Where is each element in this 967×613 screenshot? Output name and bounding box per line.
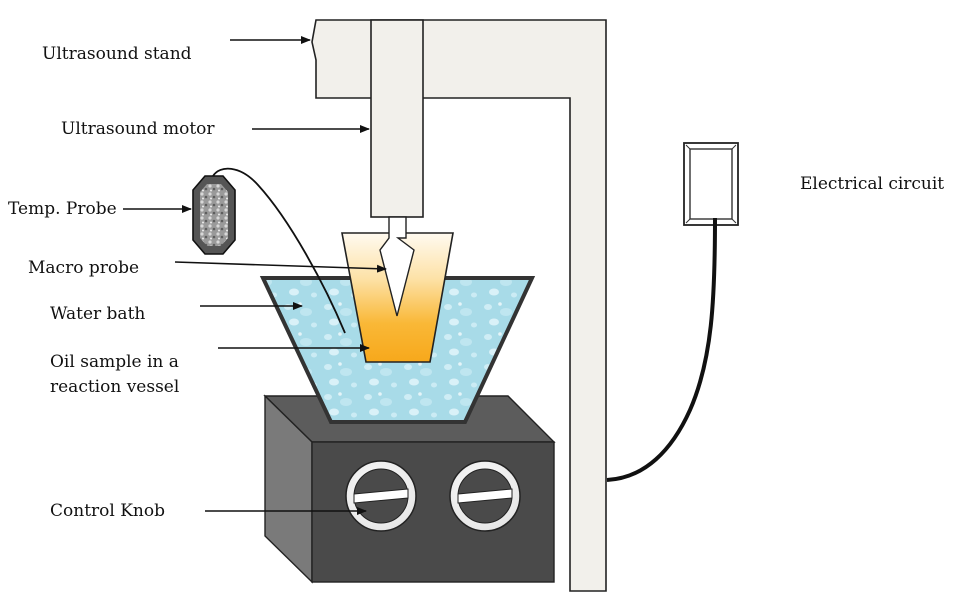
arrow-macro-probe: [174, 261, 387, 273]
label-oil-sample-line1: Oil sample in a: [50, 352, 179, 372]
label-ultrasound-motor: Ultrasound motor: [61, 119, 215, 139]
label-ultrasound-stand: Ultrasound stand: [42, 44, 192, 64]
electrical-circuit: [683, 142, 739, 226]
macro-probe: [379, 216, 415, 317]
label-temp-probe: Temp. Probe: [8, 199, 117, 219]
ultrasound-stand: [311, 19, 607, 592]
temp-probe: [192, 175, 236, 255]
ultrasound-motor: [370, 19, 424, 218]
label-arrows: [123, 36, 387, 515]
label-oil-sample-line2: reaction vessel: [50, 377, 179, 397]
control-knob-right[interactable]: [449, 460, 521, 532]
label-control-knob: Control Knob: [50, 501, 165, 521]
electrical-cable: [606, 217, 717, 482]
label-macro-probe: Macro probe: [28, 258, 139, 278]
control-knob-left[interactable]: [345, 460, 417, 532]
temp-probe-wire: [212, 167, 346, 334]
control-box: [263, 394, 556, 584]
label-electrical-circuit: Electrical circuit: [800, 174, 944, 194]
label-water-bath: Water bath: [50, 304, 145, 324]
